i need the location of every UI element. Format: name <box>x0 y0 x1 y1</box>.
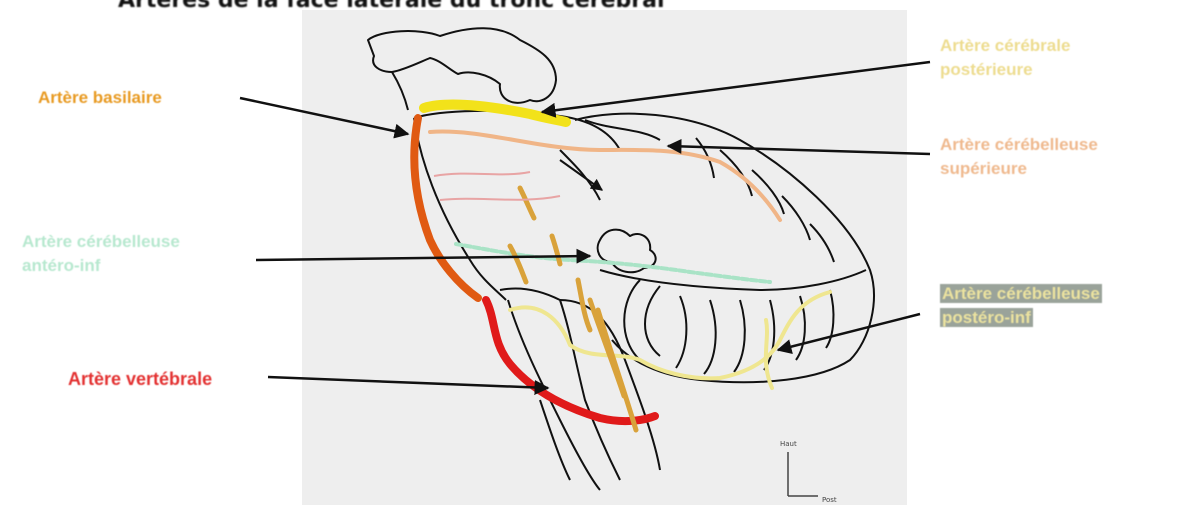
artery-cerebelleuse-ai <box>456 244 770 282</box>
label-text: Artère basilaire <box>38 88 162 107</box>
orientation-right-label: Post <box>822 496 837 504</box>
label-text-line2: postérieure <box>940 58 1070 82</box>
artery-basilaire <box>414 118 478 298</box>
vessel-pink-1 <box>434 172 530 176</box>
label-artere-vertebrale: Artère vertébrale <box>68 367 212 391</box>
arrow-central <box>560 160 602 190</box>
label-text-line2: antéro-inf <box>22 254 180 278</box>
arrow-cerebrale-posterieure <box>542 62 930 112</box>
arrow-basilaire <box>240 98 408 134</box>
label-artere-cerebelleuse-antero-inf: Artère cérébelleuse antéro-inf <box>22 230 180 278</box>
arrow-vertebrale <box>268 377 548 388</box>
label-text-line1: Artère cérébelleuse <box>22 230 180 254</box>
label-text-line2: supérieure <box>940 157 1098 181</box>
artery-cerebelleuse-pi <box>510 292 830 378</box>
label-text-line2: postéro-inf <box>940 308 1033 327</box>
orientation-legend: Haut Post <box>760 430 860 510</box>
label-text: Artère vertébrale <box>68 369 212 389</box>
label-text-line1: Artère cérébelleuse <box>940 284 1102 303</box>
arrow-cerebelleuse-superieure <box>668 146 930 154</box>
label-artere-cerebelleuse-postero-inf: Artère cérébelleuse postéro-inf <box>940 282 1102 330</box>
label-artere-basilaire: Artère basilaire <box>38 86 162 110</box>
label-text-line1: Artère cérébelleuse <box>940 133 1098 157</box>
label-artere-cerebrale-posterieure: Artère cérébrale postérieure <box>940 34 1070 82</box>
vessel-pink-2 <box>440 196 560 200</box>
label-text-line1: Artère cérébrale <box>940 34 1070 58</box>
orientation-up-label: Haut <box>780 440 797 448</box>
arrow-cerebelleuse-pi <box>778 314 920 350</box>
label-artere-cerebelleuse-superieure: Artère cérébelleuse supérieure <box>940 133 1098 181</box>
artery-cerebelleuse-superieure <box>430 132 780 220</box>
